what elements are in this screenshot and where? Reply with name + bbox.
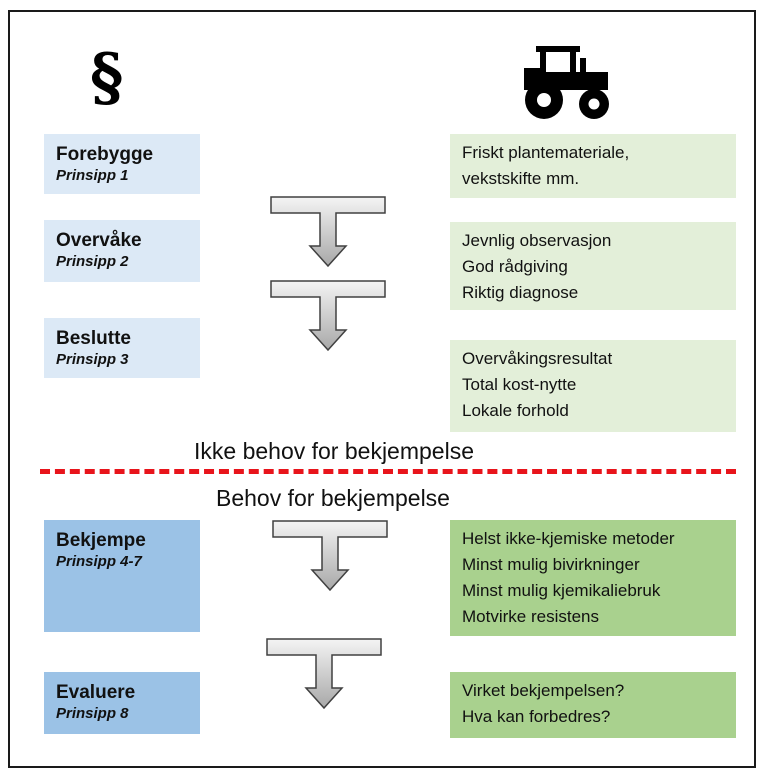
step-name: Beslutte — [56, 328, 131, 349]
note-line: Jevnlig observasjon — [462, 231, 612, 250]
note-beslutte: Overvåkingsresultat Total kost-nytte Lok… — [450, 340, 736, 432]
note-line: Minst mulig bivirkninger — [462, 555, 640, 574]
step-name: Evaluere — [56, 682, 136, 703]
step-forebygge: Forebygge Prinsipp 1 — [44, 134, 200, 194]
tractor-icon — [524, 46, 609, 119]
arrow-down-icon — [270, 196, 386, 268]
step-name: Overvåke — [56, 230, 142, 251]
note-line: Virket bekjempelsen? — [462, 681, 625, 700]
step-overvake: Overvåke Prinsipp 2 — [44, 220, 200, 282]
note-bekjempe: Helst ikke-kjemiske metoder Minst mulig … — [450, 520, 736, 636]
control-needed-label: Behov for bekjempelse — [216, 485, 450, 511]
step-principle: Prinsipp 4-7 — [56, 553, 142, 570]
step-principle: Prinsipp 2 — [56, 253, 129, 270]
note-line: Helst ikke-kjemiske metoder — [462, 529, 675, 548]
step-principle: Prinsipp 8 — [56, 705, 129, 722]
note-line: Riktig diagnose — [462, 283, 579, 302]
note-line: Friskt plantemateriale, — [462, 143, 630, 162]
note-line: Minst mulig kjemikaliebruk — [462, 581, 661, 600]
step-principle: Prinsipp 1 — [56, 167, 129, 184]
step-bekjempe: Bekjempe Prinsipp 4-7 — [44, 520, 200, 632]
note-line: Total kost-nytte — [462, 375, 577, 394]
note-line: vekstskifte mm. — [462, 169, 580, 188]
note-overvake: Jevnlig observasjon God rådgiving Riktig… — [450, 222, 736, 310]
note-line: Overvåkingsresultat — [462, 349, 613, 368]
note-forebygge: Friskt plantemateriale, vekstskifte mm. — [450, 134, 736, 198]
note-line: God rådgiving — [462, 257, 568, 276]
note-line: Motvirke resistens — [462, 607, 599, 626]
note-line: Hva kan forbedres? — [462, 707, 611, 726]
step-name: Forebygge — [56, 144, 154, 165]
step-principle: Prinsipp 3 — [56, 351, 129, 368]
no-control-needed-label: Ikke behov for bekjempelse — [194, 438, 474, 464]
arrow-down-icon — [270, 280, 386, 352]
decision-divider — [40, 469, 736, 474]
step-beslutte: Beslutte Prinsipp 3 — [44, 318, 200, 378]
paragraph-section-icon: § — [90, 40, 124, 115]
note-evaluere: Virket bekjempelsen? Hva kan forbedres? — [450, 672, 736, 738]
step-evaluere: Evaluere Prinsipp 8 — [44, 672, 200, 734]
note-line: Lokale forhold — [462, 401, 569, 420]
step-name: Bekjempe — [56, 530, 146, 551]
arrow-down-icon — [272, 520, 388, 592]
arrow-down-icon — [266, 638, 382, 710]
